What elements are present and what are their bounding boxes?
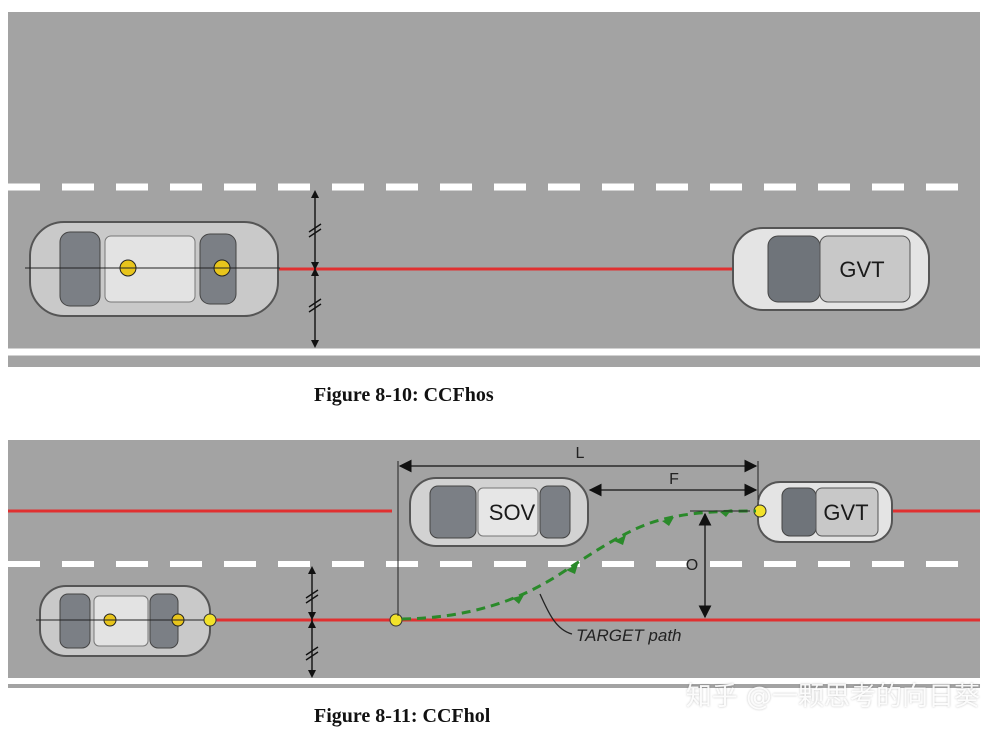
gvt-label-b: GVT xyxy=(823,500,868,525)
gvt-car-a: GVT xyxy=(732,227,930,311)
lane-width-dimension-b xyxy=(305,566,319,678)
sov-label: SOV xyxy=(489,500,536,525)
target-path-leader xyxy=(539,593,573,635)
turn-start-marker xyxy=(389,613,403,627)
lane-centre-lines-b xyxy=(8,509,980,622)
dimension-F-label: F xyxy=(669,471,679,488)
watermark: 知乎 @一颗思考的向日葵 xyxy=(685,682,980,712)
dimension-L: L xyxy=(397,445,759,616)
figure-caption-8-10: Figure 8-10: CCFhos xyxy=(314,384,494,406)
target-path-arrow-1 xyxy=(512,595,524,604)
target-path-arrow-2 xyxy=(566,564,578,574)
lane-width-dimension-a xyxy=(308,190,322,348)
figure-caption-8-11: Figure 8-11: CCFhol xyxy=(314,705,491,727)
dimension-O-label: O xyxy=(686,557,698,574)
dimension-F: F xyxy=(588,471,758,497)
dimension-L-label: L xyxy=(576,445,585,462)
lane-markings-a xyxy=(8,183,980,356)
target-path-label: TARGET path xyxy=(576,626,682,645)
vut-front-marker xyxy=(203,613,217,627)
vut-car-a xyxy=(25,221,280,317)
sov-car: SOV xyxy=(409,477,589,547)
dimension-O: O xyxy=(686,510,750,619)
gvt-label-a: GVT xyxy=(839,257,884,282)
target-path-arrow-4 xyxy=(662,517,674,526)
vut-car-b xyxy=(36,585,212,657)
gvt-car-b: GVT xyxy=(757,481,893,543)
target-path-arrow-3 xyxy=(614,535,626,545)
lane-markings-b xyxy=(8,561,980,684)
